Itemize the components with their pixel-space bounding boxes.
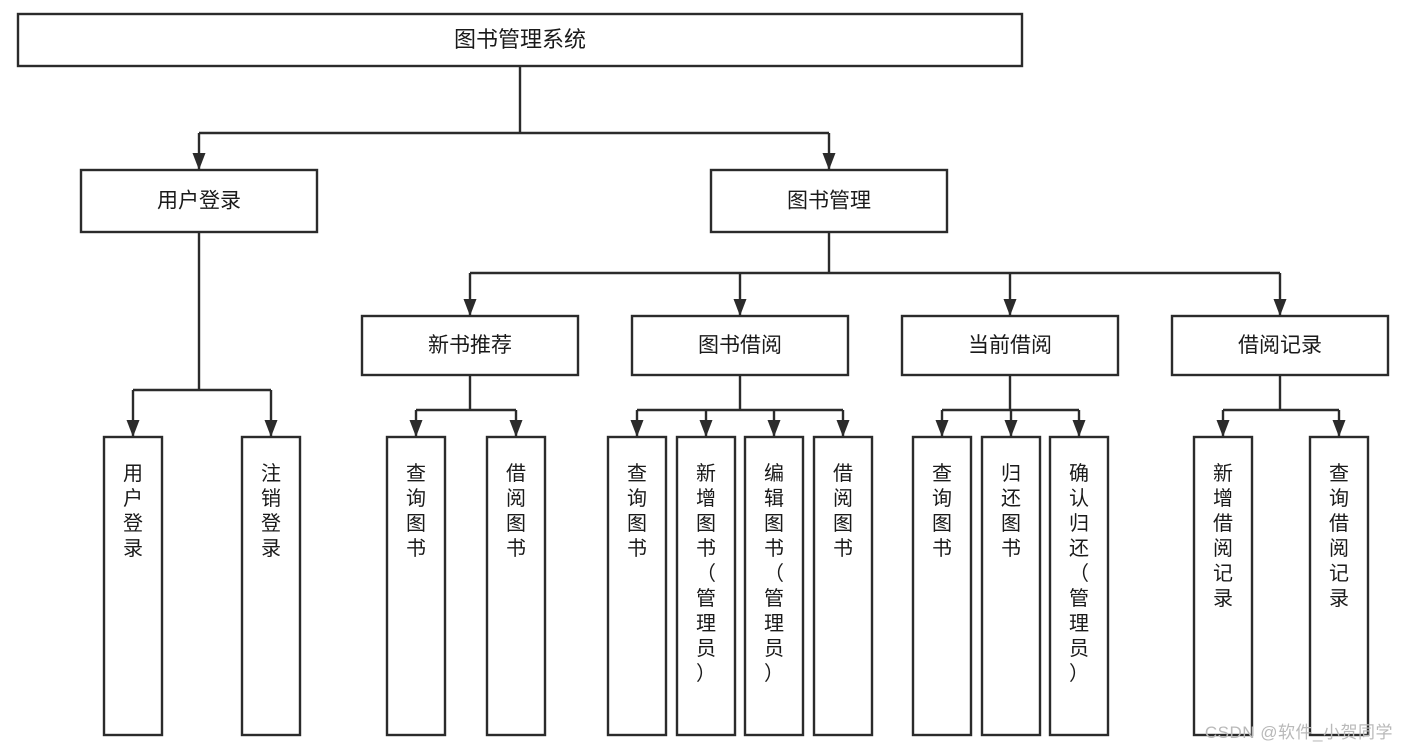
node-book-management[interactable]: 图书管理: [709, 168, 949, 234]
node-label: 用户登录: [123, 463, 143, 560]
arrow-head-icon: [1003, 299, 1017, 316]
node-label: 注销登录: [261, 462, 281, 560]
node-leaf-user-login[interactable]: 用户登录: [102, 435, 164, 737]
node-leaf-borrow-book[interactable]: 借阅图书: [812, 435, 874, 737]
node-label: 图书借阅: [698, 334, 782, 357]
node-label: 借阅图书: [833, 462, 853, 560]
arrow-head-icon: [1216, 420, 1230, 437]
node-label: 查询借阅记录: [1329, 462, 1349, 610]
arrow-head-icon: [822, 153, 836, 170]
node-leaf-edit-book-admin[interactable]: 编辑图书（管理员）: [743, 435, 805, 737]
arrow-head-icon: [935, 420, 949, 437]
node-label: 新增图书（管理员）: [696, 462, 716, 685]
arrow-head-icon: [836, 420, 850, 437]
connectors-layer: [126, 66, 1346, 437]
node-label: 当前借阅: [968, 334, 1052, 357]
node-label: 图书管理系统: [454, 27, 586, 52]
arrow-head-icon: [126, 420, 140, 437]
node-label: 查询图书: [932, 462, 952, 560]
node-label: 编辑图书（管理员）: [764, 462, 784, 685]
node-leaf-add-borrow-record[interactable]: 新增借阅记录: [1192, 435, 1254, 737]
arrow-head-icon: [767, 420, 781, 437]
arrow-head-icon: [409, 420, 423, 437]
arrow-head-icon: [264, 420, 278, 437]
arrow-head-icon: [699, 420, 713, 437]
node-label: 新增借阅记录: [1213, 462, 1233, 610]
node-user-login[interactable]: 用户登录: [79, 168, 319, 234]
arrow-head-icon: [733, 299, 747, 316]
node-leaf-return-book[interactable]: 归还图书: [980, 435, 1042, 737]
node-label: 借阅图书: [506, 462, 526, 560]
node-new-book-recommend[interactable]: 新书推荐: [360, 314, 580, 377]
node-label: 用户登录: [157, 190, 241, 213]
node-label: 查询图书: [406, 462, 426, 560]
node-label: 图书管理: [787, 190, 871, 213]
node-leaf-logout-login[interactable]: 注销登录: [240, 435, 302, 737]
node-label: 借阅记录: [1238, 334, 1322, 357]
node-leaf-query-book-current[interactable]: 查询图书: [911, 435, 973, 737]
node-book-borrow[interactable]: 图书借阅: [630, 314, 850, 377]
node-label: 查询图书: [627, 462, 647, 560]
arrow-head-icon: [1273, 299, 1287, 316]
arrow-head-icon: [630, 420, 644, 437]
arrow-head-icon: [1004, 420, 1018, 437]
node-root-图书管理系统[interactable]: 图书管理系统: [16, 12, 1024, 68]
node-label: 归还图书: [1001, 462, 1021, 560]
node-leaf-confirm-return-admin[interactable]: 确认归还（管理员）: [1048, 435, 1110, 737]
nodes-layer: 图书管理系统用户登录图书管理新书推荐图书借阅当前借阅借阅记录用户登录注销登录查询…: [16, 12, 1390, 737]
node-leaf-query-book-recommend[interactable]: 查询图书: [385, 435, 447, 737]
node-label: 新书推荐: [428, 334, 512, 357]
node-leaf-borrow-book-recommend[interactable]: 借阅图书: [485, 435, 547, 737]
arrow-head-icon: [509, 420, 523, 437]
node-current-borrow[interactable]: 当前借阅: [900, 314, 1120, 377]
node-leaf-query-book-borrow[interactable]: 查询图书: [606, 435, 668, 737]
arrow-head-icon: [1332, 420, 1346, 437]
node-leaf-add-book-admin[interactable]: 新增图书（管理员）: [675, 435, 737, 737]
arrow-head-icon: [1072, 420, 1086, 437]
node-label: 确认归还（管理员）: [1069, 462, 1089, 685]
arrow-head-icon: [463, 299, 477, 316]
node-leaf-query-borrow-record[interactable]: 查询借阅记录: [1308, 435, 1370, 737]
arrow-head-icon: [192, 153, 206, 170]
node-borrow-records[interactable]: 借阅记录: [1170, 314, 1390, 377]
